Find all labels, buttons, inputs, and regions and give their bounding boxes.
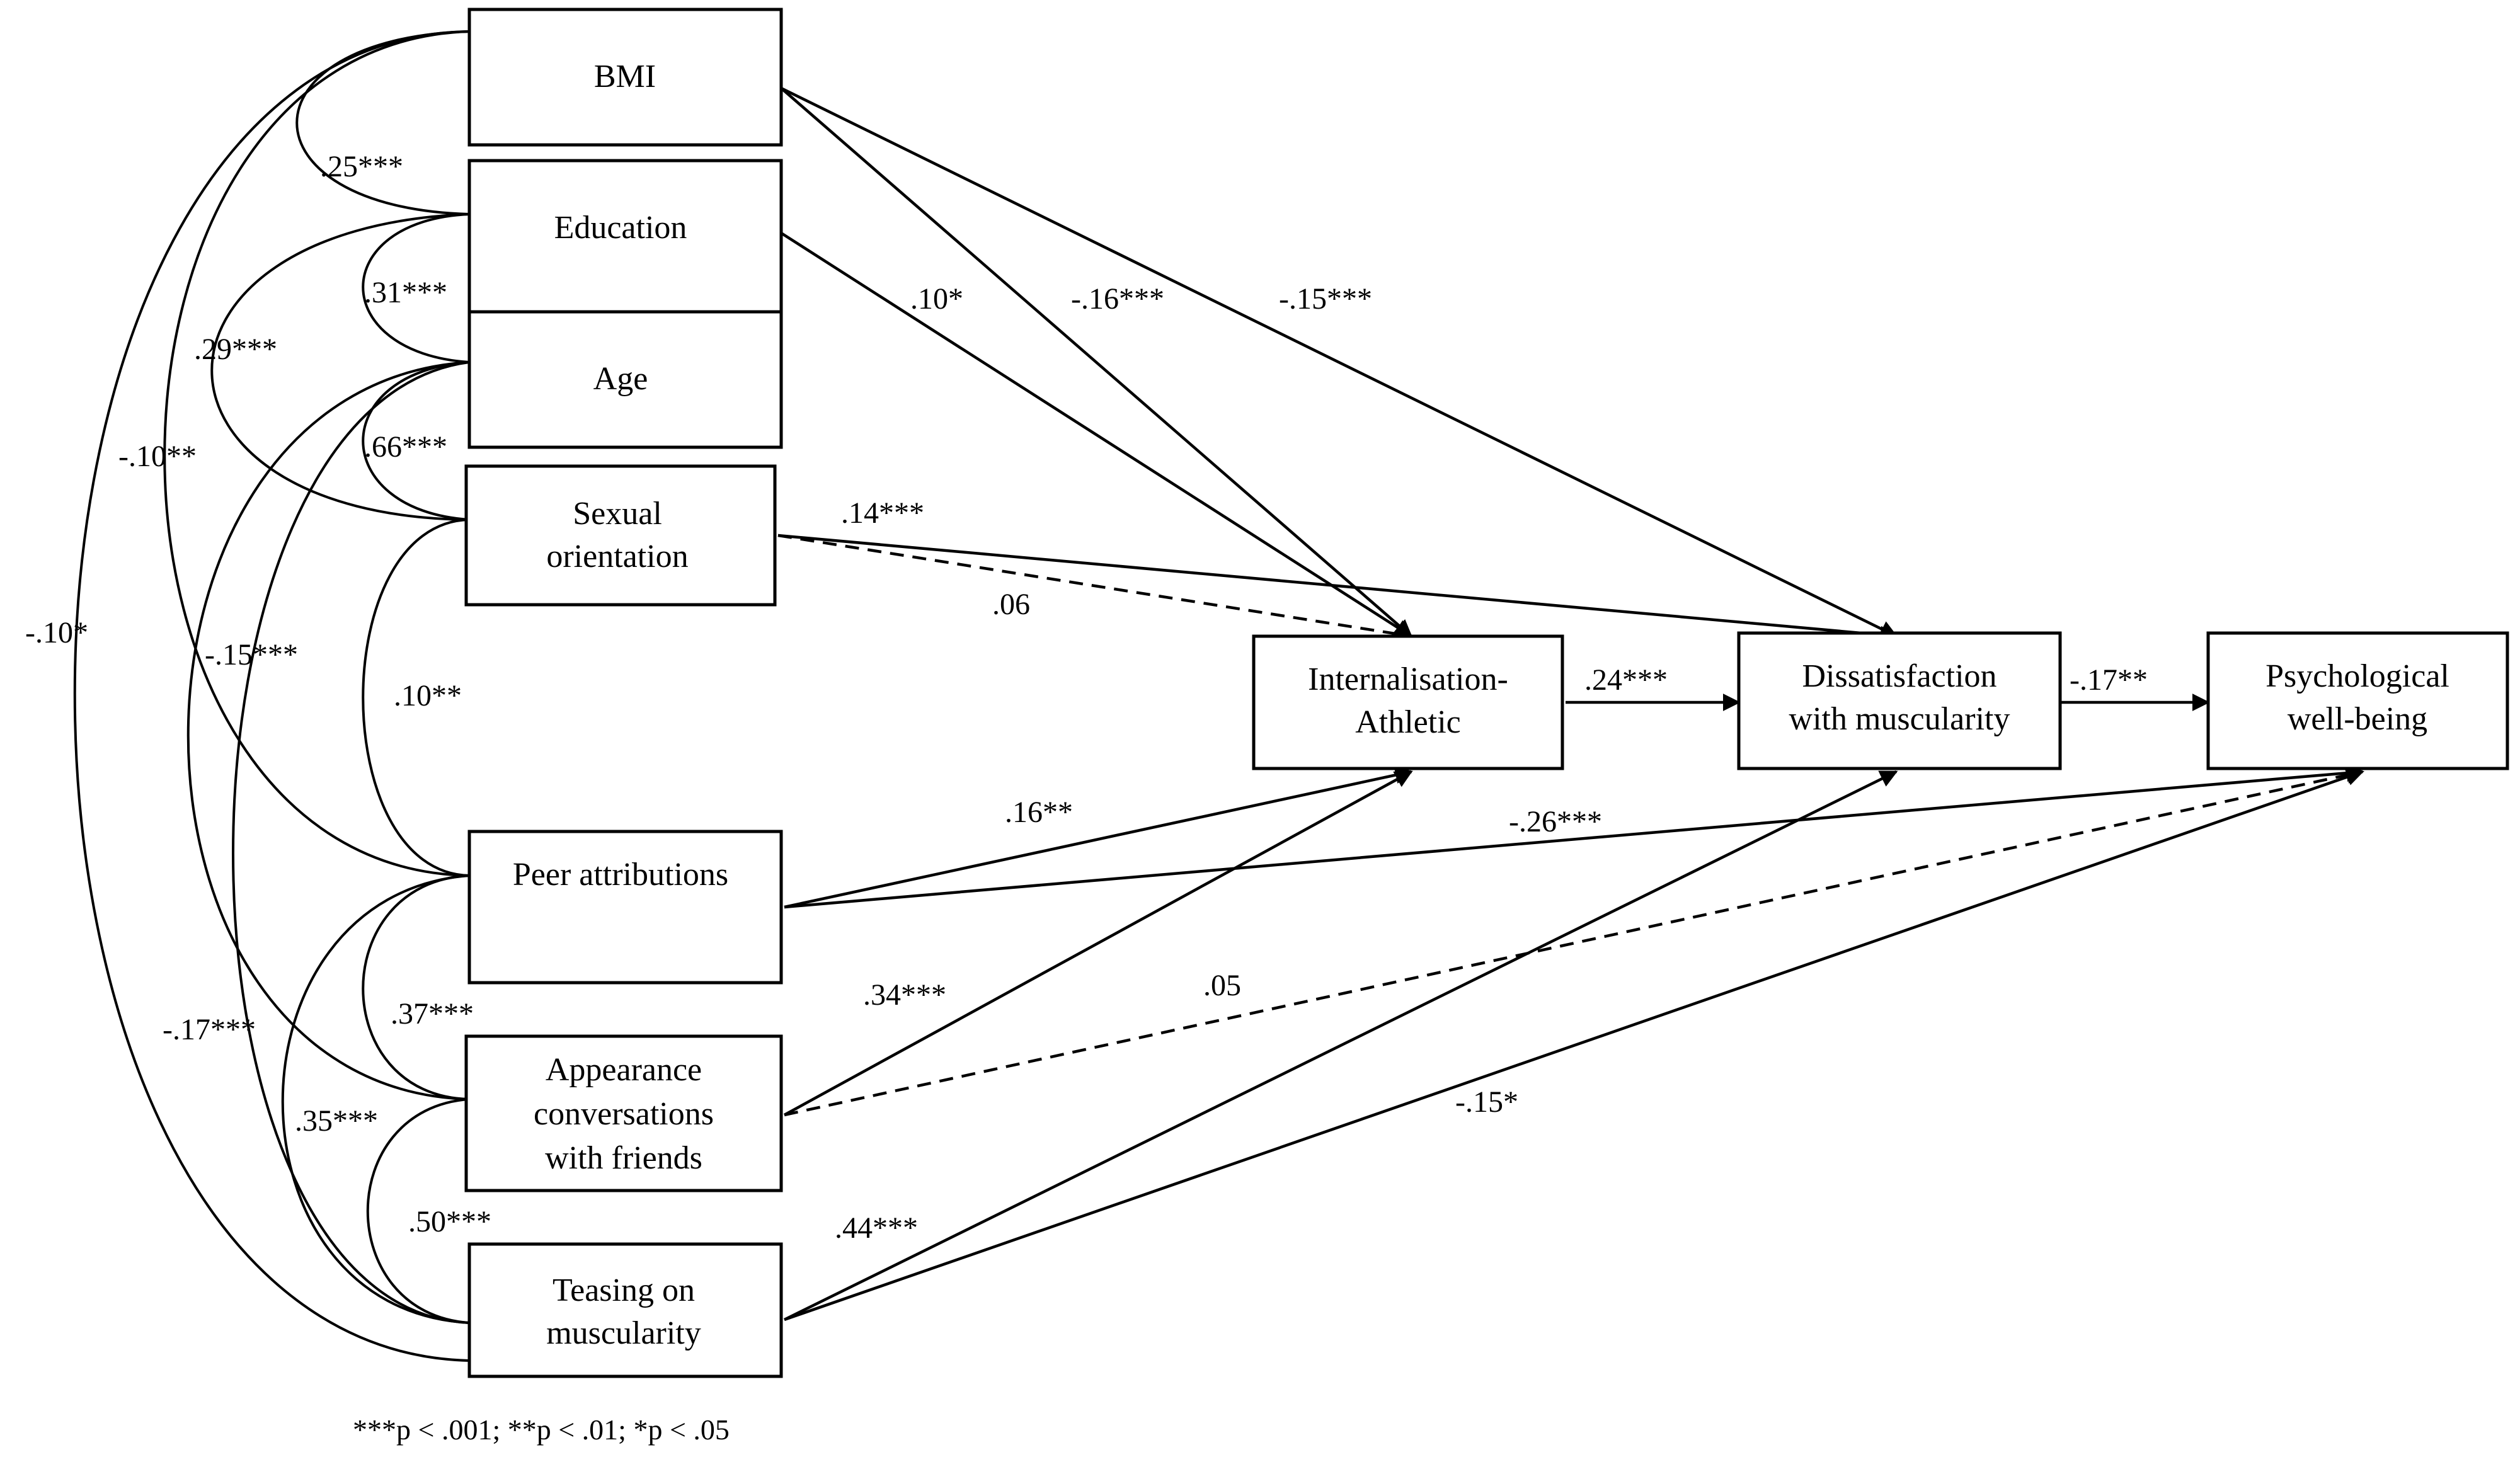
arc-age-teasing — [232, 361, 470, 1324]
node-label-education: Education — [554, 210, 687, 246]
arc-age-appearance — [186, 361, 470, 1100]
corr-peer-teasing: .35*** — [295, 1104, 378, 1138]
node-label-appearance-1: Appearance — [546, 1052, 702, 1088]
corr-appearance-teasing: .50*** — [408, 1205, 491, 1238]
coef-teasing-wellbeing: -.15* — [1455, 1085, 1518, 1119]
node-label-age: Age — [593, 361, 648, 397]
coef-appearance-wellbeing: .05 — [1203, 969, 1241, 1002]
corr-age-teasing: -.17*** — [163, 1013, 256, 1046]
arc-education-age — [362, 213, 470, 363]
arc-bmi-education — [295, 30, 470, 215]
correlation-arcs — [73, 30, 470, 1362]
path-sexual-dissatisfaction — [777, 534, 1898, 644]
corr-bmi-peer: -.10** — [118, 440, 197, 473]
coef-teasing-dissatisfaction: .44*** — [835, 1211, 918, 1245]
node-label-internalisation-1: Internalisation- — [1308, 661, 1508, 697]
path-coefficients: .10* -.16*** -.15*** .14*** .06 .24*** -… — [835, 282, 2148, 1245]
coef-appearance-internalisation: .34*** — [863, 978, 946, 1012]
node-label-sexual-1: Sexual — [573, 496, 662, 532]
path-bmi-dissatisfaction — [781, 86, 1898, 638]
node-label-dissatisfaction-2: with muscularity — [1789, 701, 2010, 737]
node-education: Education — [467, 159, 783, 314]
node-wellbeing: Psychological well-being — [2206, 631, 2509, 770]
corr-peer-appearance: .37*** — [391, 997, 474, 1031]
corr-education-age: .31*** — [364, 276, 447, 309]
path-teasing-dissatisfaction — [784, 770, 1898, 1322]
node-age: Age — [467, 310, 783, 449]
arc-peer-teasing — [281, 874, 470, 1324]
path-appearance-internalisation — [783, 770, 1413, 1116]
node-label-bmi: BMI — [594, 59, 656, 94]
node-appearance-conversations: Appearance conversations with friends — [464, 1034, 783, 1192]
arc-appearance-teasing — [366, 1098, 470, 1324]
coef-dissatisfaction-wellbeing: -.17** — [2070, 663, 2148, 697]
path-education-internalisation — [780, 232, 1413, 637]
node-label-appearance-3: with friends — [545, 1140, 702, 1176]
correlation-coefficients: .25*** .31*** .29*** .66*** -.10** -.10*… — [25, 150, 491, 1238]
path-bmi-internalisation — [780, 87, 1413, 637]
node-label-wellbeing-1: Psychological — [2265, 658, 2449, 694]
corr-sexual-peer: .10** — [394, 679, 462, 712]
path-peer-internalisation — [784, 766, 1413, 909]
node-label-peer: Peer attributions — [513, 857, 728, 893]
node-sexual-orientation: Sexual orientation — [464, 464, 777, 607]
coef-peer-wellbeing: -.26*** — [1509, 805, 1602, 838]
node-label-dissatisfaction-1: Dissatisfaction — [1802, 658, 1996, 694]
node-label-teasing-2: muscularity — [546, 1315, 701, 1351]
coef-internalisation-dissatisfaction: .24*** — [1584, 663, 1668, 697]
arc-age-sexual — [362, 361, 470, 521]
node-label-internalisation-2: Athletic — [1355, 704, 1461, 740]
coef-sexual-dissatisfaction: .14*** — [841, 496, 924, 530]
arc-peer-appearance — [362, 874, 470, 1100]
corr-bmi-education: .25*** — [320, 150, 403, 183]
node-bmi: BMI — [467, 8, 783, 147]
node-label-appearance-2: conversations — [534, 1096, 714, 1132]
node-label-teasing-1: Teasing on — [553, 1272, 695, 1308]
corr-age-appearance: -.15*** — [205, 638, 298, 671]
coef-sexual-internalisation: .06 — [992, 588, 1030, 621]
arc-bmi-peer — [163, 30, 470, 877]
arc-bmi-teasing — [73, 30, 470, 1362]
arc-sexual-peer — [362, 518, 470, 877]
node-dissatisfaction: Dissatisfaction with muscularity — [1737, 631, 2062, 770]
corr-education-sexual: .29*** — [194, 333, 277, 366]
node-peer-attributions: Peer attributions — [467, 830, 783, 985]
coef-bmi-dissatisfaction: -.15*** — [1279, 282, 1372, 316]
coef-bmi-internalisation: -.16*** — [1071, 282, 1164, 316]
coef-peer-internalisation: .16** — [1005, 796, 1073, 829]
path-teasing-wellbeing — [784, 768, 2364, 1322]
node-teasing: Teasing on muscularity — [467, 1242, 783, 1378]
directed-paths — [777, 86, 2364, 1322]
coef-education-internalisation: .10* — [910, 282, 963, 316]
path-appearance-wellbeing — [784, 766, 2364, 1117]
arc-education-sexual — [210, 213, 470, 521]
significance-footnote: ***p < .001; **p < .01; *p < .05 — [353, 1414, 730, 1446]
corr-bmi-teasing: -.10* — [25, 616, 88, 649]
node-label-wellbeing-2: well-being — [2288, 701, 2427, 737]
node-label-sexual-2: orientation — [546, 539, 688, 574]
path-sexual-internalisation — [777, 534, 1413, 643]
corr-age-sexual: .66*** — [364, 430, 447, 464]
node-internalisation: Internalisation- Athletic — [1252, 634, 1564, 770]
path-peer-wellbeing — [784, 764, 2364, 909]
